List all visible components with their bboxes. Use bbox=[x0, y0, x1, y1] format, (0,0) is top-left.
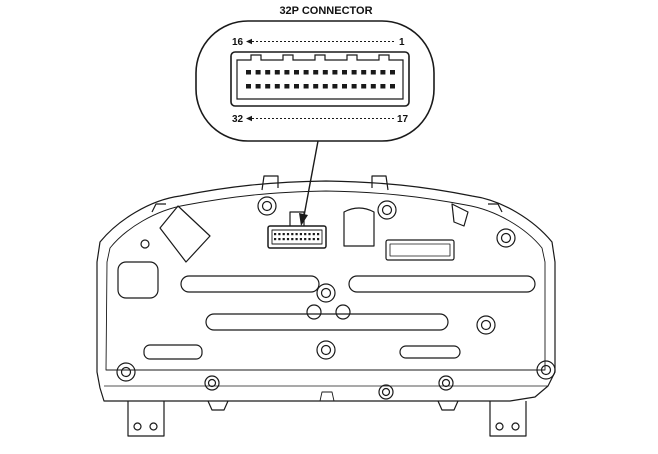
pin-terminal bbox=[322, 70, 328, 75]
pin-terminal bbox=[370, 84, 376, 89]
cluster-pin bbox=[278, 233, 281, 236]
pin-terminal bbox=[255, 84, 261, 89]
pin-terminal bbox=[265, 70, 271, 75]
pin-terminal bbox=[332, 84, 338, 89]
pin-arrow-bottom bbox=[246, 115, 394, 122]
cluster-pin bbox=[295, 238, 298, 241]
pin-terminal bbox=[390, 70, 395, 75]
cluster-pin bbox=[282, 238, 285, 241]
cluster-pin bbox=[274, 233, 277, 236]
cluster-housing bbox=[96, 175, 556, 437]
cluster-pin bbox=[304, 238, 307, 241]
cluster-connector-pins bbox=[274, 233, 320, 241]
cluster-pin bbox=[304, 233, 307, 236]
pin-terminal bbox=[294, 84, 299, 89]
cluster-pin bbox=[274, 238, 277, 241]
cluster-pin bbox=[282, 233, 285, 236]
cluster-pin bbox=[312, 233, 315, 236]
cluster-pin bbox=[295, 233, 298, 236]
left-module bbox=[159, 205, 211, 263]
pin-row-bottom bbox=[246, 84, 395, 89]
cluster-pin bbox=[291, 238, 294, 241]
pin-terminal bbox=[390, 84, 395, 89]
pin-terminal bbox=[322, 84, 328, 89]
pin-terminal bbox=[332, 70, 338, 75]
connector-face bbox=[230, 51, 410, 107]
pin-terminal bbox=[246, 70, 251, 75]
pin-terminal bbox=[294, 70, 299, 75]
left-bracket bbox=[127, 401, 165, 437]
cluster-pin bbox=[308, 233, 311, 236]
pin-terminal bbox=[361, 84, 367, 89]
pin-label-32: 32 bbox=[232, 114, 244, 125]
right-window bbox=[385, 239, 455, 261]
pin-label-16: 16 bbox=[232, 37, 244, 48]
cluster-pin bbox=[291, 233, 294, 236]
pin-terminal bbox=[351, 84, 357, 89]
pin-label-17: 17 bbox=[397, 114, 409, 125]
callout-frame bbox=[195, 20, 435, 142]
pin-terminal bbox=[284, 70, 290, 75]
pin-label-1: 1 bbox=[399, 37, 405, 48]
pin-terminal bbox=[246, 84, 251, 89]
pin-terminal bbox=[380, 84, 386, 89]
pin-terminal bbox=[274, 84, 280, 89]
pin-terminal bbox=[342, 70, 347, 75]
pin-terminal bbox=[303, 70, 309, 75]
housing-outline bbox=[96, 180, 556, 402]
cluster-pin bbox=[286, 238, 290, 241]
cluster-connector bbox=[267, 225, 327, 249]
connector-title: 32P CONNECTOR bbox=[279, 5, 372, 17]
pin-terminal bbox=[351, 70, 357, 75]
pin-terminal bbox=[284, 84, 290, 89]
pin-arrow-top bbox=[246, 38, 396, 45]
cluster-pin bbox=[299, 233, 302, 236]
pin-row-top bbox=[246, 70, 395, 75]
connector-callout bbox=[195, 20, 435, 142]
leader-line bbox=[299, 140, 319, 226]
cluster-pin bbox=[286, 233, 290, 236]
pin-terminal bbox=[370, 70, 376, 75]
cluster-pin bbox=[317, 238, 320, 241]
cluster-pin bbox=[317, 233, 320, 236]
pin-terminal bbox=[274, 70, 280, 75]
right-bracket bbox=[489, 401, 527, 437]
pin-terminal bbox=[313, 84, 319, 89]
pin-terminal bbox=[255, 70, 261, 75]
pin-terminal bbox=[361, 70, 367, 75]
cluster-pin bbox=[308, 238, 311, 241]
pin-terminal bbox=[380, 70, 386, 75]
pin-terminal bbox=[303, 84, 309, 89]
cluster-pin bbox=[278, 238, 281, 241]
cluster-pin bbox=[299, 238, 302, 241]
left-recess bbox=[117, 261, 159, 299]
cluster-pin bbox=[312, 238, 315, 241]
pin-terminal bbox=[265, 84, 271, 89]
pin-terminal bbox=[313, 70, 319, 75]
pin-terminal bbox=[342, 84, 347, 89]
